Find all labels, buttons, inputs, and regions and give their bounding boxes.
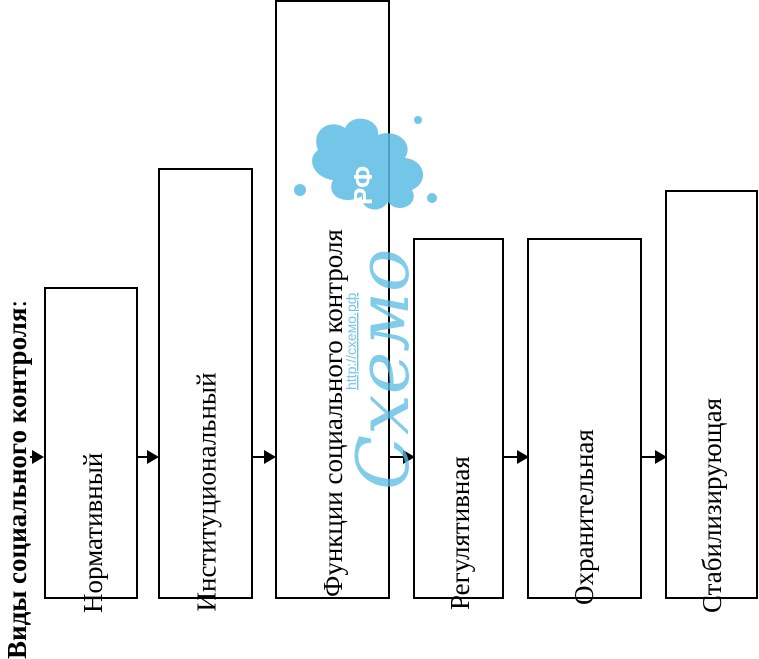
box-regulative: Регулятивная [413, 238, 504, 610]
box-functions-label: Функции социального контроля [318, 229, 348, 597]
box-functions: Функции социального контроля [275, 0, 390, 599]
box-institutional-label: Институциональный [191, 372, 222, 612]
arrow-3 [252, 450, 276, 464]
box-protective: Охранительная [527, 238, 642, 605]
arrow-2 [137, 450, 159, 464]
box-protective-label: Охранительная [569, 429, 599, 605]
arrow-5 [503, 450, 529, 464]
arrow-1 [30, 450, 44, 464]
box-stabilizing-label: Стабилизирующая [697, 398, 727, 613]
diagram-title-text: Виды социального контроля [2, 307, 32, 659]
diagram-title-colon: : [2, 300, 32, 308]
arrow-6 [641, 450, 667, 464]
box-normative: Нормативный [44, 287, 138, 613]
box-regulative-label: Регулятивная [445, 456, 475, 610]
box-stabilizing: Стабилизирующая [665, 190, 758, 613]
box-institutional: Институциональный [158, 168, 253, 612]
box-normative-label: Нормативный [78, 452, 108, 613]
arrow-4 [389, 450, 415, 464]
diagram-title: Виды социального контроля: [1, 59, 33, 659]
